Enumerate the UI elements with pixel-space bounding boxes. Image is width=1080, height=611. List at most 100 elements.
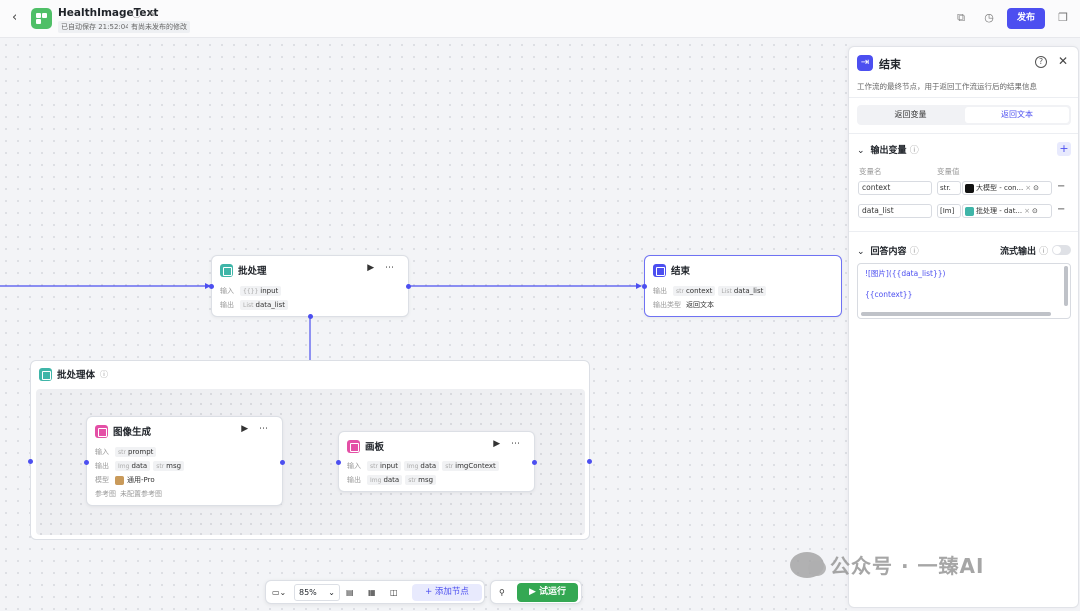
wechat-logo-icon: [790, 551, 826, 578]
info-icon[interactable]: ⓘ: [1039, 247, 1049, 257]
app-title: HealthImageText: [58, 7, 159, 19]
node-run-more-icons[interactable]: ▶ ⋯: [493, 439, 524, 449]
info-icon[interactable]: ⓘ: [909, 146, 919, 156]
grid-icon[interactable]: ▦: [368, 588, 376, 597]
close-icon[interactable]: ✕: [1058, 54, 1069, 68]
image-ref-row: 参考图 未配置参考图: [95, 489, 162, 499]
help-icon[interactable]: ?: [1035, 56, 1047, 68]
answer-content-editor[interactable]: ![图片]({{data_list}}) {{context}}: [857, 263, 1071, 319]
input-port[interactable]: [336, 460, 341, 465]
ref-label: 参考图: [95, 490, 116, 498]
type-label: str: [156, 462, 165, 470]
model-label: 模型: [95, 476, 109, 484]
duplicate-icon[interactable]: ❐: [1058, 11, 1068, 24]
autosave-status: 已自动保存 21:52:04: [58, 21, 133, 33]
comment-icon[interactable]: ▤: [346, 588, 354, 597]
horizontal-scrollbar[interactable]: [861, 312, 1051, 316]
chevron-down-icon: ⌄: [328, 588, 335, 597]
var-type-select[interactable]: [Im]: [937, 204, 961, 218]
input-port[interactable]: [642, 284, 647, 289]
var-name-input[interactable]: data_list: [858, 204, 932, 218]
canvas-toolbar: ▭⌄ 85%⌄ ▤ ▦ ◫ + 添加节点: [265, 580, 485, 604]
output-port[interactable]: [280, 460, 285, 465]
var-name: data_list: [733, 287, 764, 295]
output-port[interactable]: [406, 284, 411, 289]
batch-body-port[interactable]: [308, 314, 313, 319]
input-label: 输入: [95, 448, 109, 456]
app-logo-icon: [31, 8, 52, 29]
history-icon[interactable]: ◷: [984, 11, 994, 24]
zoom-select[interactable]: 85%⌄: [294, 584, 340, 601]
batch-node-header: 批处理: [220, 263, 267, 277]
input-port[interactable]: [84, 460, 89, 465]
tab-return-text[interactable]: 返回文本: [965, 107, 1069, 123]
node-run-more-icons[interactable]: ▶ ⋯: [241, 424, 272, 434]
test-run-button[interactable]: ▶ 试运行: [517, 583, 578, 602]
type-value: 返回文本: [686, 301, 714, 309]
image-gen-header: 图像生成: [95, 424, 151, 438]
var-name: prompt: [127, 448, 154, 456]
var-name: data: [383, 476, 400, 484]
clear-icon[interactable]: ×: [1025, 184, 1032, 192]
vertical-scrollbar[interactable]: [1064, 266, 1068, 306]
var-ref: 批处理 - dat...: [976, 207, 1023, 215]
output-label: 输出: [220, 301, 234, 309]
info-icon[interactable]: ⓘ: [909, 247, 919, 257]
target-icon[interactable]: ⊙: [1032, 207, 1038, 215]
clear-icon[interactable]: ×: [1024, 207, 1031, 215]
var-name-input[interactable]: context: [858, 181, 932, 195]
type-label: 输出类型: [653, 301, 681, 309]
input-tag: {{}}input: [240, 286, 282, 296]
var-name: input: [379, 462, 398, 470]
var-type-select[interactable]: str.: [937, 181, 961, 195]
info-edit-icons[interactable]: ⓘ ✎: [132, 10, 158, 20]
back-arrow-icon[interactable]: ‹: [12, 10, 18, 25]
node-run-more-icons[interactable]: ▶ ⋯: [367, 263, 398, 273]
output-port[interactable]: [532, 460, 537, 465]
tab-return-vars[interactable]: 返回变量: [894, 110, 927, 119]
debug-icon[interactable]: ⚲: [499, 588, 505, 597]
var-name: data: [420, 462, 437, 470]
add-variable-button[interactable]: +: [1057, 142, 1071, 156]
chevron-down-icon: ⌄: [857, 247, 865, 257]
stream-output-toggle[interactable]: [1052, 245, 1071, 255]
output-vars-section[interactable]: ⌄输出变量 ⓘ: [857, 143, 919, 156]
publish-button[interactable]: 发布: [1007, 8, 1045, 29]
var-value-select[interactable]: 大模型 - con...×⊙: [962, 181, 1052, 195]
image-model-row: 模型 通用-Pro: [95, 475, 155, 485]
add-node-button[interactable]: + 添加节点: [412, 584, 482, 601]
ref-value: 未配置参考图: [120, 490, 162, 498]
input-label: 输入: [220, 287, 234, 295]
screen-mode-icon[interactable]: ▭⌄: [272, 588, 287, 597]
group-output-port[interactable]: [587, 459, 592, 464]
end-node-header: 结束: [653, 263, 690, 277]
group-input-port[interactable]: [28, 459, 33, 464]
var-name: input: [260, 287, 279, 295]
top-bar: ‹ HealthImageText ⓘ ✎ 已自动保存 21:52:04 有尚未…: [0, 0, 1080, 38]
remove-variable-icon[interactable]: −: [1057, 204, 1066, 215]
answer-line: {{context}}: [865, 290, 913, 299]
input-port[interactable]: [209, 284, 214, 289]
info-icon[interactable]: ⓘ: [100, 369, 109, 379]
answer-section[interactable]: ⌄回答内容 ⓘ: [857, 244, 919, 257]
target-icon[interactable]: ⊙: [1033, 184, 1039, 192]
layout-icon[interactable]: ◫: [390, 588, 398, 597]
copy-icon[interactable]: ⧉: [957, 11, 965, 24]
type-label: Img: [118, 462, 130, 470]
remove-variable-icon[interactable]: −: [1057, 181, 1066, 192]
canvas-icon: [347, 439, 360, 453]
var-value-select[interactable]: 批处理 - dat...×⊙: [962, 204, 1052, 218]
type-value: [Im]: [940, 207, 955, 215]
